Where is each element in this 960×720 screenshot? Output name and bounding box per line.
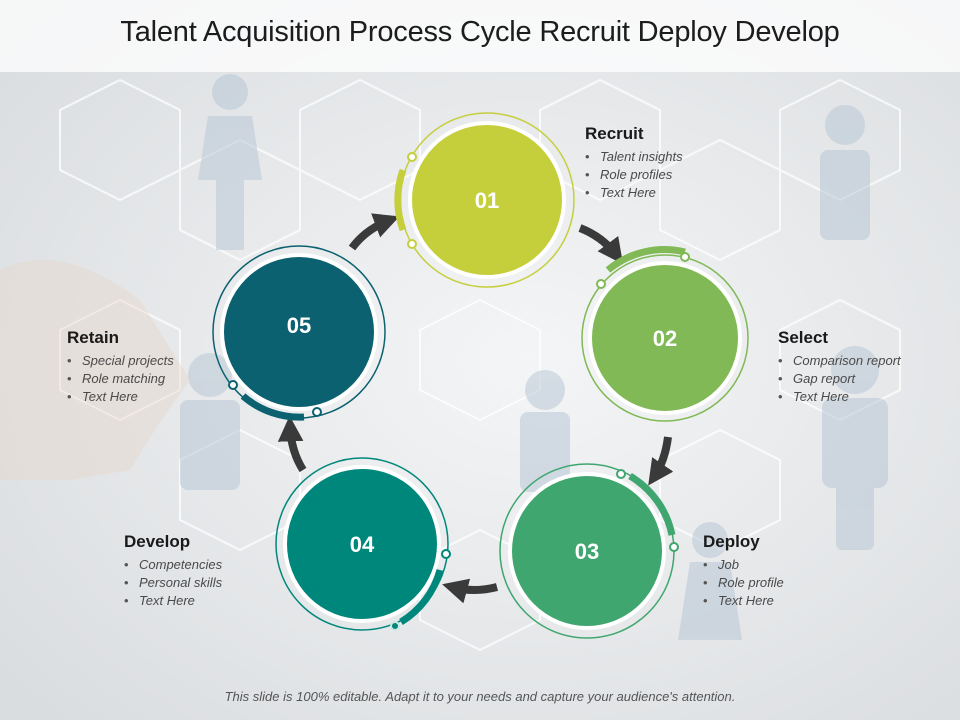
bullet-item: Text Here <box>778 388 960 406</box>
arrow-5-to-1 <box>348 213 400 251</box>
bullet-item: Text Here <box>703 592 903 610</box>
page-title: Talent Acquisition Process Cycle Recruit… <box>120 16 840 48</box>
bullet-item: Job <box>703 556 903 574</box>
arrow-4-to-5 <box>277 415 307 473</box>
stage-title: Develop <box>124 532 191 551</box>
bullet-item: Talent insights <box>585 148 785 166</box>
stage-number: 04 <box>350 532 375 557</box>
arrow-1-to-2 <box>578 224 624 265</box>
bullet-item: Comparison report <box>778 352 960 370</box>
stage-label-retain: Retain Special projects Role matching Te… <box>67 328 267 406</box>
stage-title: Deploy <box>703 532 760 551</box>
stage-03: 03 <box>499 463 679 639</box>
bullet-item: Competencies <box>124 556 324 574</box>
stage-number: 01 <box>475 188 499 213</box>
bullet-item: Text Here <box>124 592 324 610</box>
stage-number: 05 <box>287 313 311 338</box>
stage-number: 02 <box>653 326 677 351</box>
stage-title: Retain <box>67 328 119 347</box>
footer-note: This slide is 100% editable. Adapt it to… <box>224 689 736 704</box>
stage-title: Recruit <box>585 124 644 143</box>
stage-label-recruit: Recruit Talent insights Role profiles Te… <box>585 124 785 202</box>
stage-02: 02 <box>581 246 749 422</box>
bullet-item: Text Here <box>585 184 785 202</box>
arrow-3-to-4 <box>442 578 499 604</box>
stage-label-develop: Develop Competencies Personal skills Tex… <box>124 532 324 610</box>
bullet-item: Gap report <box>778 370 960 388</box>
arrow-2-to-3 <box>648 436 674 486</box>
stage-label-deploy: Deploy Job Role profile Text Here <box>703 532 903 610</box>
bullet-item: Role profiles <box>585 166 785 184</box>
bullet-item: Special projects <box>67 352 267 370</box>
stage-number: 03 <box>575 539 599 564</box>
stage-01: 01 <box>394 112 575 288</box>
bullet-item: Personal skills <box>124 574 324 592</box>
bullet-item: Role profile <box>703 574 903 592</box>
stage-title: Select <box>778 328 829 347</box>
stage-label-select: Select Comparison report Gap report Text… <box>778 328 960 406</box>
bullet-item: Text Here <box>67 388 267 406</box>
bullet-item: Role matching <box>67 370 267 388</box>
